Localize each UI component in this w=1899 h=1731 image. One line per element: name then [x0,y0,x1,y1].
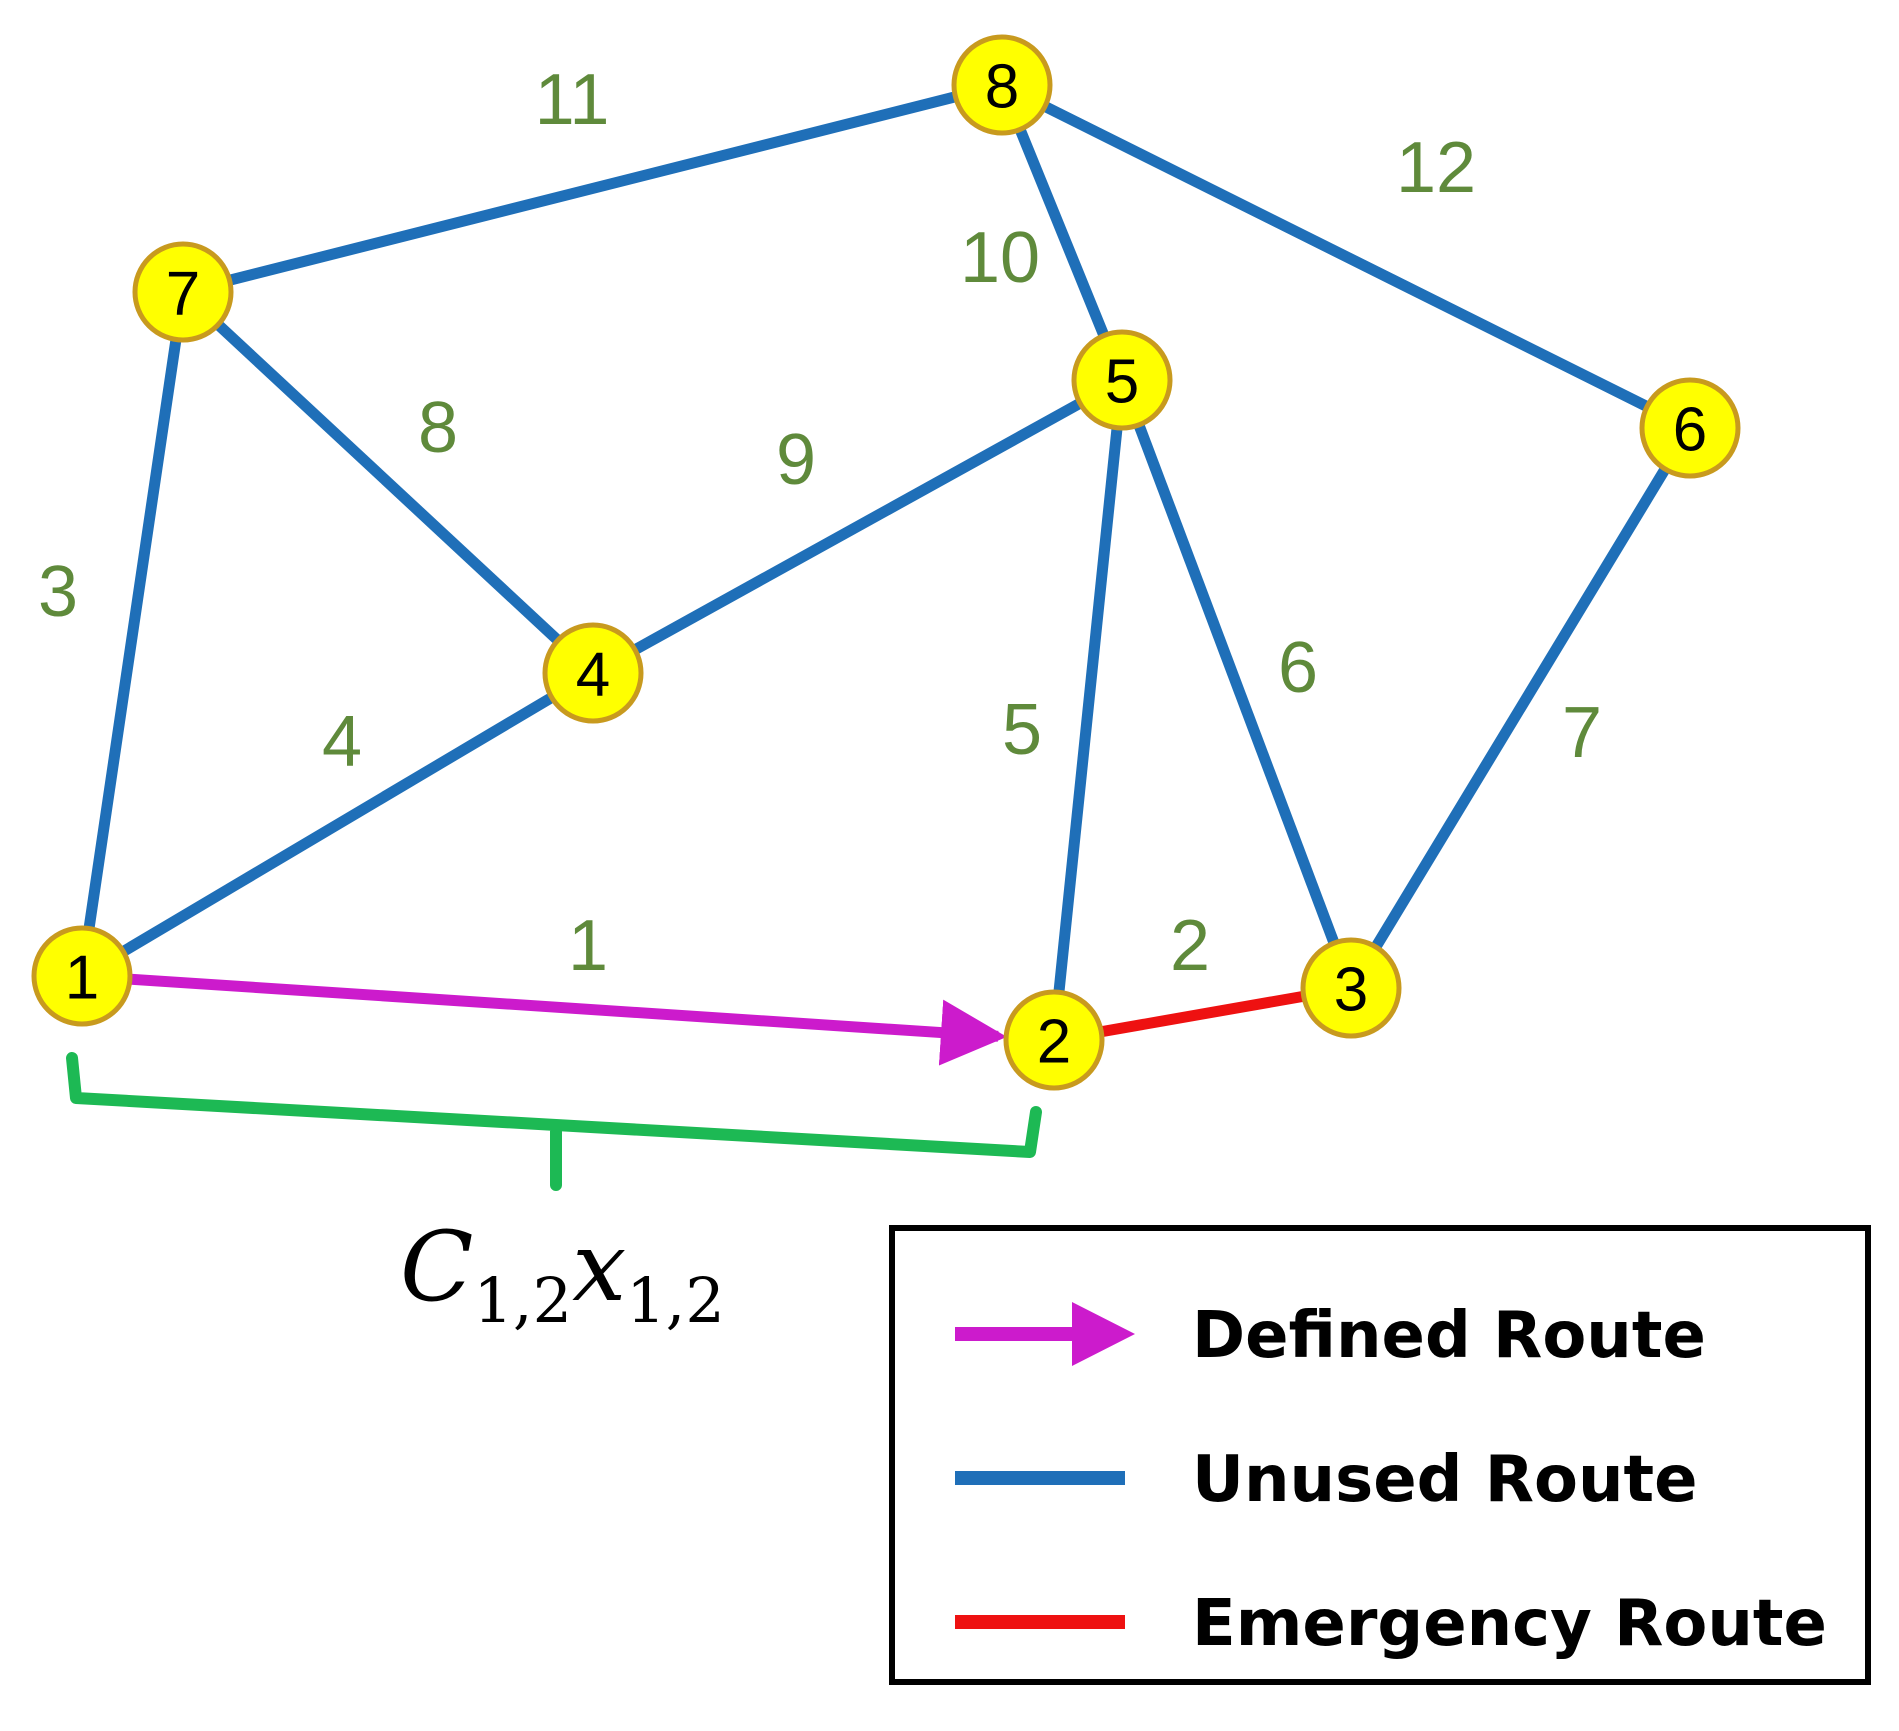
formula-x: x [572,1211,626,1323]
legend-item-unused: Unused Route [955,1443,1698,1517]
edge-8-5-unused [996,82,1128,383]
node-circle [1071,329,1173,431]
cost-brace-annotation: C1,2x1,2 [66,1052,1042,1337]
edge-weight-label: 12 [1396,128,1476,208]
edge-weight-label: 4 [322,702,362,782]
node-label: 1 [65,944,99,1013]
formula-c: C [400,1211,473,1323]
node-label: 5 [1105,348,1139,417]
edge-weight-label: 5 [1002,690,1042,770]
node-circle [951,34,1053,136]
edge-weight-label: 8 [418,388,458,468]
node-8: 8 [951,34,1053,136]
legend-item-defined: Defined Route [955,1299,1706,1373]
node-6: 6 [1639,377,1741,479]
cost-brace [66,1052,1042,1191]
edge-weight-label: 2 [1170,906,1210,986]
edge-1-7-unused [76,291,189,977]
edges-layer [76,79,1695,1066]
node-2: 2 [1003,989,1105,1091]
edge-weight-label: 6 [1278,628,1318,708]
legend-item-emergency: Emergency Route [955,1587,1827,1661]
node-7: 7 [132,241,234,343]
edge-1-2-defined [121,973,1007,1066]
node-label: 8 [985,53,1019,122]
node-4: 4 [542,622,644,724]
legend-label: Emergency Route [1192,1587,1827,1661]
edge-weight-label: 3 [38,552,78,632]
legend-arrowhead-icon [1072,1302,1135,1366]
edge-1-4-unused [79,668,596,981]
node-circle [132,241,234,343]
edge-7-8-unused [181,79,1004,298]
edge-weight-label: 9 [776,420,816,500]
edge-8-6-unused [999,80,1693,433]
formula-c-subscript: 1,2 [473,1264,572,1337]
legend-label: Defined Route [1192,1299,1706,1373]
legend-box [889,1225,1871,1685]
cost-formula: C1,2x1,2 [400,1211,725,1337]
node-circle [1300,937,1402,1039]
edge-6-3-unused [1346,425,1695,991]
formula-x-subscript: 1,2 [626,1264,725,1337]
node-circle [1639,377,1741,479]
edge-2-5-unused [1048,379,1128,1041]
node-label: 6 [1673,396,1707,465]
node-label: 4 [576,641,610,710]
node-label: 2 [1037,1008,1071,1077]
node-5: 5 [1071,329,1173,431]
node-label: 7 [166,260,200,329]
legend-label: Unused Route [1192,1443,1698,1517]
node-circle [31,925,133,1027]
edge-weight-label: 10 [960,218,1040,298]
node-label: 3 [1334,956,1368,1025]
edge-4-5-unused [590,375,1125,678]
edge-weight-label: 11 [535,60,610,140]
node-3: 3 [1300,937,1402,1039]
node-circle [1003,989,1105,1091]
node-1: 1 [31,925,133,1027]
node-circle [542,622,644,724]
edge-5-3-unused [1116,378,1357,990]
edge-7-4-unused [179,287,597,678]
edge-weight-label: 7 [1562,693,1602,773]
edge-weights-layer: 3 4 5 6 7 8 9 10 11 12 2 1 [38,60,1602,986]
edge-weight-label: 1 [568,906,608,986]
